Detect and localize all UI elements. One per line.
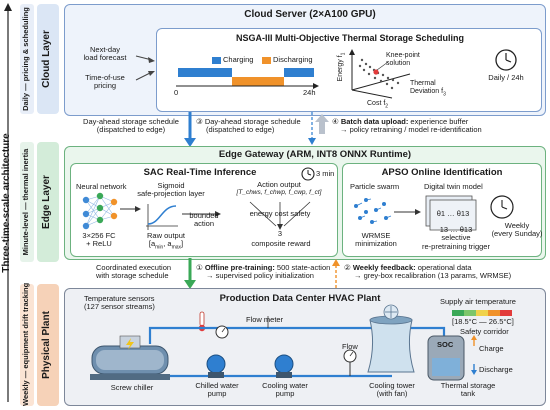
time-scale-arrow bbox=[4, 3, 12, 402]
thermal-storage-tank-icon bbox=[427, 335, 465, 381]
thermal-axis-label: Thermal Deviation f3 bbox=[410, 80, 446, 98]
step2-label: ② Weekly feedback: operational data → gr… bbox=[344, 263, 512, 281]
cooling-tower-icon bbox=[367, 304, 415, 373]
cost-axis-label: Cost f2 bbox=[367, 100, 389, 110]
step3-label: ③ Day-ahead storage schedule (dispatched… bbox=[196, 117, 301, 135]
digital-twin-label: Digital twin model bbox=[424, 182, 483, 191]
action-output-label: Action output [T_chws, f_chwp, f_cwp, f_… bbox=[236, 180, 322, 197]
equipment-screw-chiller: Screw chiller bbox=[110, 383, 154, 392]
legend-discharging: Discharging bbox=[273, 55, 313, 64]
composite-reward-label: composite reward bbox=[251, 239, 311, 248]
particle-swarm-label: Particle swarm bbox=[350, 182, 400, 191]
nsga-title: NSGA-III Multi-Objective Thermal Storage… bbox=[235, 33, 465, 43]
charging-block-2 bbox=[284, 68, 314, 77]
axis-zero: 0 bbox=[174, 88, 179, 97]
flow-label: Flow bbox=[342, 342, 358, 351]
nn-label: Neural network bbox=[76, 182, 127, 191]
left-schedule-label: Day-ahead storage schedule(dispatched to… bbox=[83, 117, 179, 135]
discharge-label: Discharge bbox=[479, 365, 513, 374]
discharging-block bbox=[232, 77, 284, 86]
cooling-water-pump-icon bbox=[274, 354, 294, 378]
step1-label: ① Offline pre-training: 500 state-action… bbox=[196, 263, 331, 281]
row-daily-band bbox=[20, 4, 34, 114]
sac-period: 3 min bbox=[316, 169, 335, 178]
daily-period-label: Daily / 24h bbox=[488, 73, 524, 82]
temperature-sensors-label: Temperature sensors(127 sensor streams) bbox=[84, 294, 155, 312]
nn-architecture: 3×256 FC+ ReLU bbox=[82, 231, 116, 249]
theta-params: θ1 … θ13 bbox=[436, 209, 470, 218]
step4-label: ④ Batch data upload: experience buffer →… bbox=[332, 117, 482, 135]
weekly-period-label: Weekly(every Sunday) bbox=[491, 221, 543, 239]
reward-terms: energy cost safety bbox=[249, 209, 311, 218]
sac-title: SAC Real-Time Inference bbox=[143, 167, 257, 178]
soc-label: SOC bbox=[437, 340, 454, 349]
cloud-layer-band bbox=[37, 4, 59, 114]
flow-meter-label: Flow meter bbox=[246, 315, 284, 324]
legend-charging-swatch bbox=[212, 57, 221, 64]
time-scale-axis: Three-time-scale architecture bbox=[0, 0, 16, 410]
legend-charging: Charging bbox=[223, 55, 254, 64]
edge-gateway-title: Edge Gateway (ARM, INT8 ONNX Runtime) bbox=[218, 149, 412, 160]
raw-output-label: Raw output [amin, amax] bbox=[147, 231, 185, 251]
row-minute-band bbox=[20, 142, 34, 262]
chilled-water-pump-icon bbox=[206, 354, 226, 378]
sac-panel bbox=[70, 163, 338, 257]
legend-discharging-swatch bbox=[262, 57, 271, 64]
reward-count: 3 bbox=[277, 229, 283, 238]
apso-title: APSO Online Identification bbox=[381, 167, 503, 178]
cloud-server-title: Cloud Server (2×A100 GPU) bbox=[244, 9, 376, 20]
edge-layer-band bbox=[37, 142, 59, 262]
charge-label: Charge bbox=[479, 344, 504, 353]
plant-title: Production Data Center HVAC Plant bbox=[219, 293, 381, 304]
screw-chiller-icon bbox=[90, 335, 170, 380]
charging-block bbox=[178, 68, 232, 77]
supply-air-title: Supply air temperature bbox=[440, 297, 516, 306]
supply-air-range: [18.5°C — 26.5°C] bbox=[452, 317, 514, 326]
safety-corridor-label: Safety corridor bbox=[460, 327, 509, 336]
row-weekly-band bbox=[20, 284, 34, 406]
knee-point-marker bbox=[373, 69, 379, 75]
axis-24h: 24h bbox=[303, 88, 316, 97]
equipment-cooling-tower: Cooling tower(with fan) bbox=[369, 381, 415, 399]
plant-layer-band bbox=[37, 284, 59, 406]
